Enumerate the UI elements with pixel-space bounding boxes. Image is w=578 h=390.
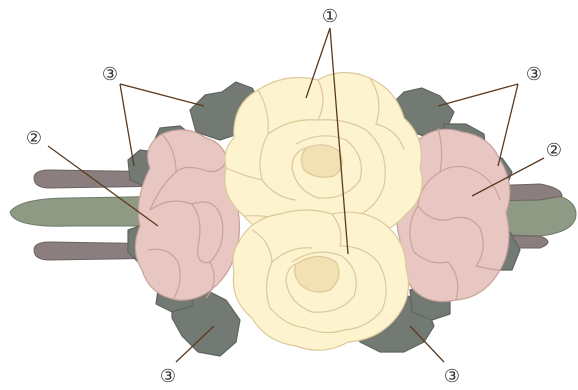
pink-flower-left: [135, 130, 239, 300]
pink-left-petal-outer: [135, 130, 239, 300]
label-pink-right: ②: [546, 140, 562, 161]
label-rose: ①: [322, 6, 338, 27]
label-pink-left: ②: [26, 128, 42, 149]
label-leaf-top-left: ③: [102, 64, 118, 85]
rose-top-center: [301, 145, 342, 177]
leader-leaf-tl-a: [120, 84, 134, 166]
leader-leaf-tr-b: [498, 84, 518, 166]
label-leaf-bottom-right: ③: [444, 366, 460, 387]
leader-leaf-tr-a: [438, 84, 518, 106]
rose-bottom: [233, 210, 409, 350]
label-leaf-bottom-left: ③: [160, 366, 176, 387]
leader-leaf-tl-b: [120, 84, 204, 106]
label-leaf-top-right: ③: [526, 64, 542, 85]
